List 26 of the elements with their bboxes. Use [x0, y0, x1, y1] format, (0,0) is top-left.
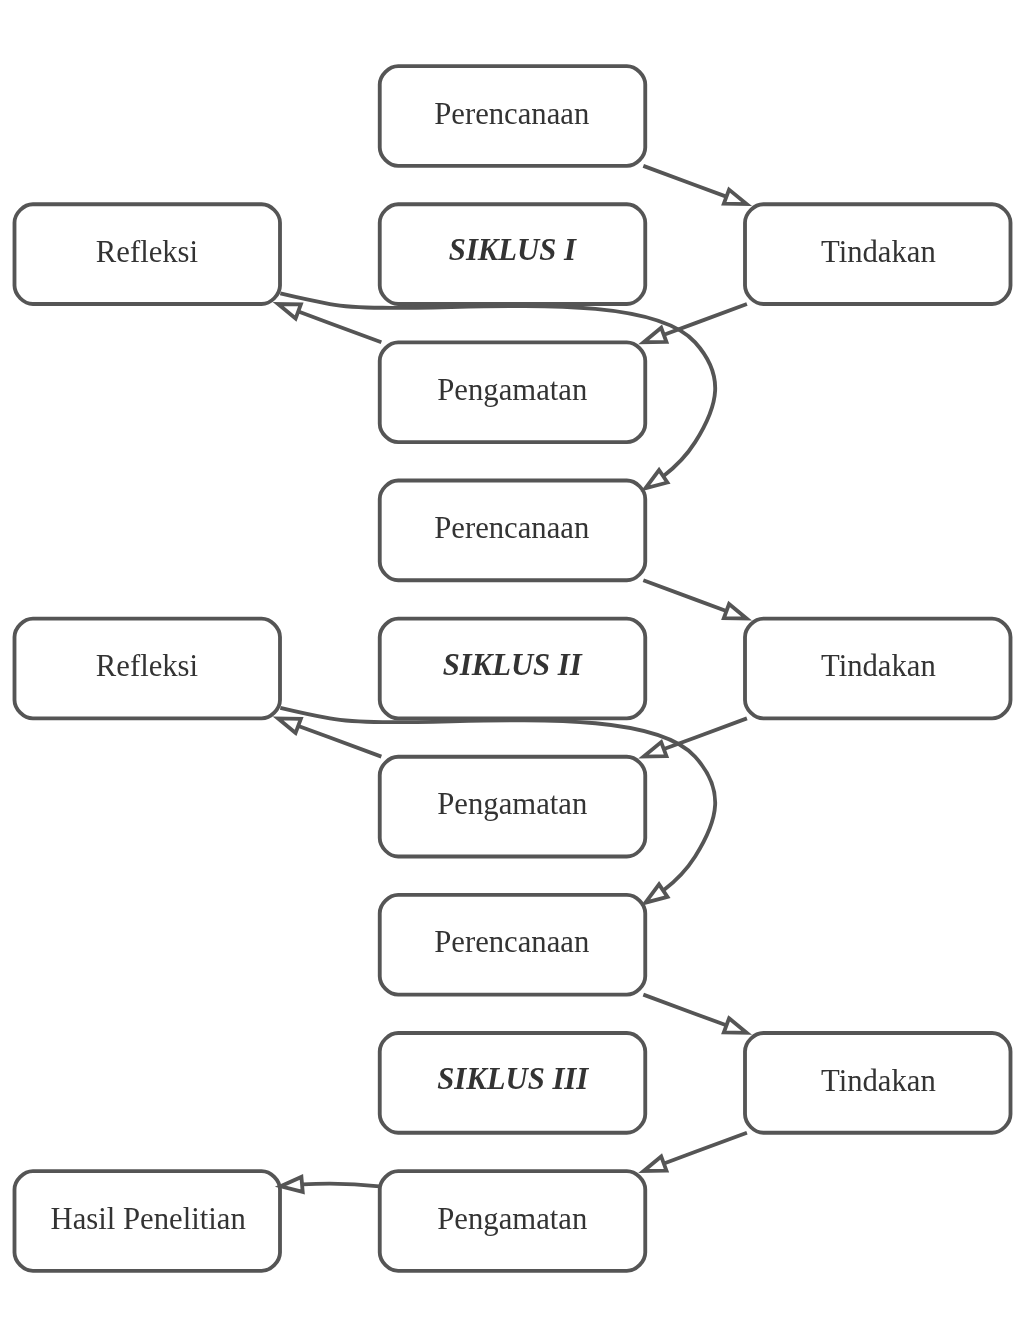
- node-box: Tindakan: [743, 616, 1013, 721]
- arrow: [279, 705, 718, 906]
- node-box: Refleksi: [12, 202, 282, 306]
- node-box: SIKLUS I: [377, 202, 648, 306]
- arrow: [638, 302, 748, 345]
- arrow: [638, 1130, 748, 1173]
- arrow: [279, 291, 718, 492]
- arrow: [272, 716, 382, 759]
- node-box: Tindakan: [743, 1031, 1013, 1135]
- node-box: Pengamatan: [377, 340, 648, 445]
- node-box: SIKLUS II: [377, 616, 648, 721]
- node-box: Perencanaan: [377, 64, 648, 168]
- node-box: Refleksi: [12, 616, 282, 721]
- node-box: Hasil Penelitian: [12, 1169, 282, 1273]
- node-box: Perencanaan: [377, 892, 648, 997]
- arrow: [642, 992, 753, 1035]
- node-box: Perencanaan: [377, 478, 648, 583]
- arrow: [274, 1174, 380, 1195]
- node-box: Pengamatan: [377, 1169, 648, 1273]
- arrow: [272, 302, 382, 345]
- arrow: [642, 578, 753, 621]
- node-box: Pengamatan: [377, 754, 648, 859]
- node-box: SIKLUS III: [377, 1031, 648, 1135]
- node-box: Tindakan: [743, 202, 1013, 306]
- arrow: [638, 716, 748, 759]
- arrow: [642, 164, 753, 207]
